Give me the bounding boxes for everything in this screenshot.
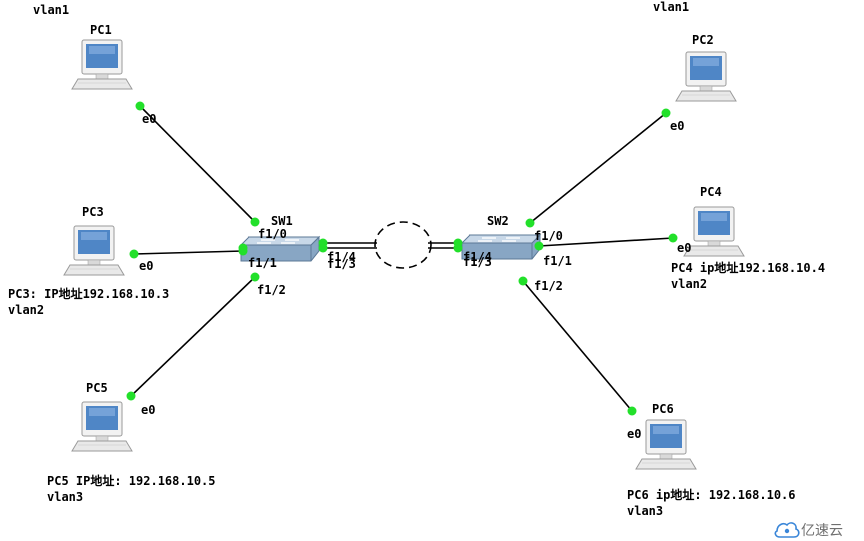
vlan1-right-label: vlan1 (653, 0, 689, 14)
port-dot-sw2-f12[interactable] (518, 276, 528, 286)
pc3-port-label: e0 (139, 259, 153, 273)
pc2-node[interactable]: PC2 (675, 33, 737, 102)
sw2-port-f10: f1/0 (534, 229, 563, 243)
port-dot-sw2-f10[interactable] (525, 218, 535, 228)
sw1-port-f11: f1/1 (248, 256, 277, 270)
pc6-node[interactable]: PC6 (635, 402, 697, 470)
pc3-node[interactable]: PC3 (63, 205, 125, 276)
pc4-vlan-label: vlan2 (671, 277, 707, 291)
pc4-label: PC4 (700, 185, 722, 199)
vlan1-left-label: vlan1 (33, 3, 69, 17)
sw1-port-f10: f1/0 (258, 227, 287, 241)
sw1-port-f13: f1/3 (327, 257, 356, 271)
pc6-port-label: e0 (627, 427, 641, 441)
sw2-port-f11: f1/1 (543, 254, 572, 268)
sw2-port-f14: f1/4 (463, 250, 492, 264)
pc3-ip-label: PC3: IP地址192.168.10.3 (8, 286, 169, 301)
ethernet-bundle-icon (374, 221, 432, 269)
pc1-port-label: e0 (142, 112, 156, 126)
pc6-vlan-label: vlan3 (627, 504, 663, 518)
sw1-node[interactable]: SW1 (240, 214, 320, 262)
pc3-label: PC3 (82, 205, 104, 219)
links (130, 105, 674, 412)
sw2-label: SW2 (487, 214, 509, 228)
pc1-label: PC1 (90, 23, 112, 37)
port-dot-sw2-f11[interactable] (534, 241, 544, 251)
pc5-label: PC5 (86, 381, 108, 395)
link-pc2-sw2 (529, 112, 667, 224)
port-dot-pc4-e0[interactable] (668, 233, 678, 243)
sw2-port-f13: f1/3 (463, 255, 492, 269)
watermark-text: 亿速云 (801, 523, 843, 539)
pc2-port-label: e0 (670, 119, 684, 133)
pc5-vlan-label: vlan3 (47, 490, 83, 504)
computer-icon[interactable] (635, 419, 697, 470)
sw1-label: SW1 (271, 214, 293, 228)
port-dot-pc5-e0[interactable] (126, 391, 136, 401)
pc2-label: PC2 (692, 33, 714, 47)
pc4-ip-label: PC4 ip地址192.168.10.4 (671, 260, 825, 275)
sw1-port-f14: f1/4 (327, 250, 356, 264)
pc6-label: PC6 (652, 402, 674, 416)
computer-icon[interactable] (63, 225, 125, 276)
pc5-node[interactable]: PC5 (71, 381, 133, 452)
pc1-node[interactable]: PC1 (71, 23, 133, 90)
sw2-node[interactable]: SW2 (461, 214, 541, 260)
computer-icon[interactable] (683, 206, 745, 257)
link-pc3-sw1 (133, 250, 244, 255)
link-pc4-sw2 (538, 237, 674, 247)
pc4-node[interactable]: PC4 (683, 185, 745, 257)
port-dot-pc6-e0[interactable] (627, 406, 637, 416)
computer-icon[interactable] (71, 39, 133, 90)
port-dot-pc3-e0[interactable] (129, 249, 139, 259)
port-labels: e0 e0 e0 e0 e0 e0 f1/0 f1/1 f1/2 f1/4 f1… (139, 112, 691, 441)
pc6-ip-label: PC6 ip地址: 192.168.10.6 (627, 487, 796, 502)
port-dot-pc2-e0[interactable] (661, 108, 671, 118)
link-pc5-sw1 (130, 276, 256, 397)
pc5-ip-label: PC5 IP地址: 192.168.10.5 (47, 473, 216, 488)
yisu-logo-icon (774, 522, 800, 538)
port-dot-pc1-e0[interactable] (135, 101, 145, 111)
link-pc1-sw1 (139, 105, 256, 223)
computer-icon[interactable] (71, 401, 133, 452)
port-dot-sw2-f14[interactable] (453, 238, 463, 248)
computer-icon[interactable] (675, 51, 737, 102)
pc3-vlan-label: vlan2 (8, 303, 44, 317)
sw2-port-f12: f1/2 (534, 279, 563, 293)
pc4-port-label: e0 (677, 241, 691, 255)
port-dot-sw1-f12[interactable] (250, 272, 260, 282)
watermark: 亿速云 (774, 522, 843, 539)
sw1-port-f12: f1/2 (257, 283, 286, 297)
port-dot-sw1-f11b[interactable] (238, 243, 248, 253)
port-indicators (126, 101, 678, 416)
pc5-port-label: e0 (141, 403, 155, 417)
link-pc6-sw2 (522, 280, 633, 412)
port-dot-sw1-f10[interactable] (250, 217, 260, 227)
annotations: vlan1 vlan1 PC3: IP地址192.168.10.3 vlan2 … (8, 0, 825, 518)
port-dot-sw1-f14[interactable] (318, 238, 328, 248)
